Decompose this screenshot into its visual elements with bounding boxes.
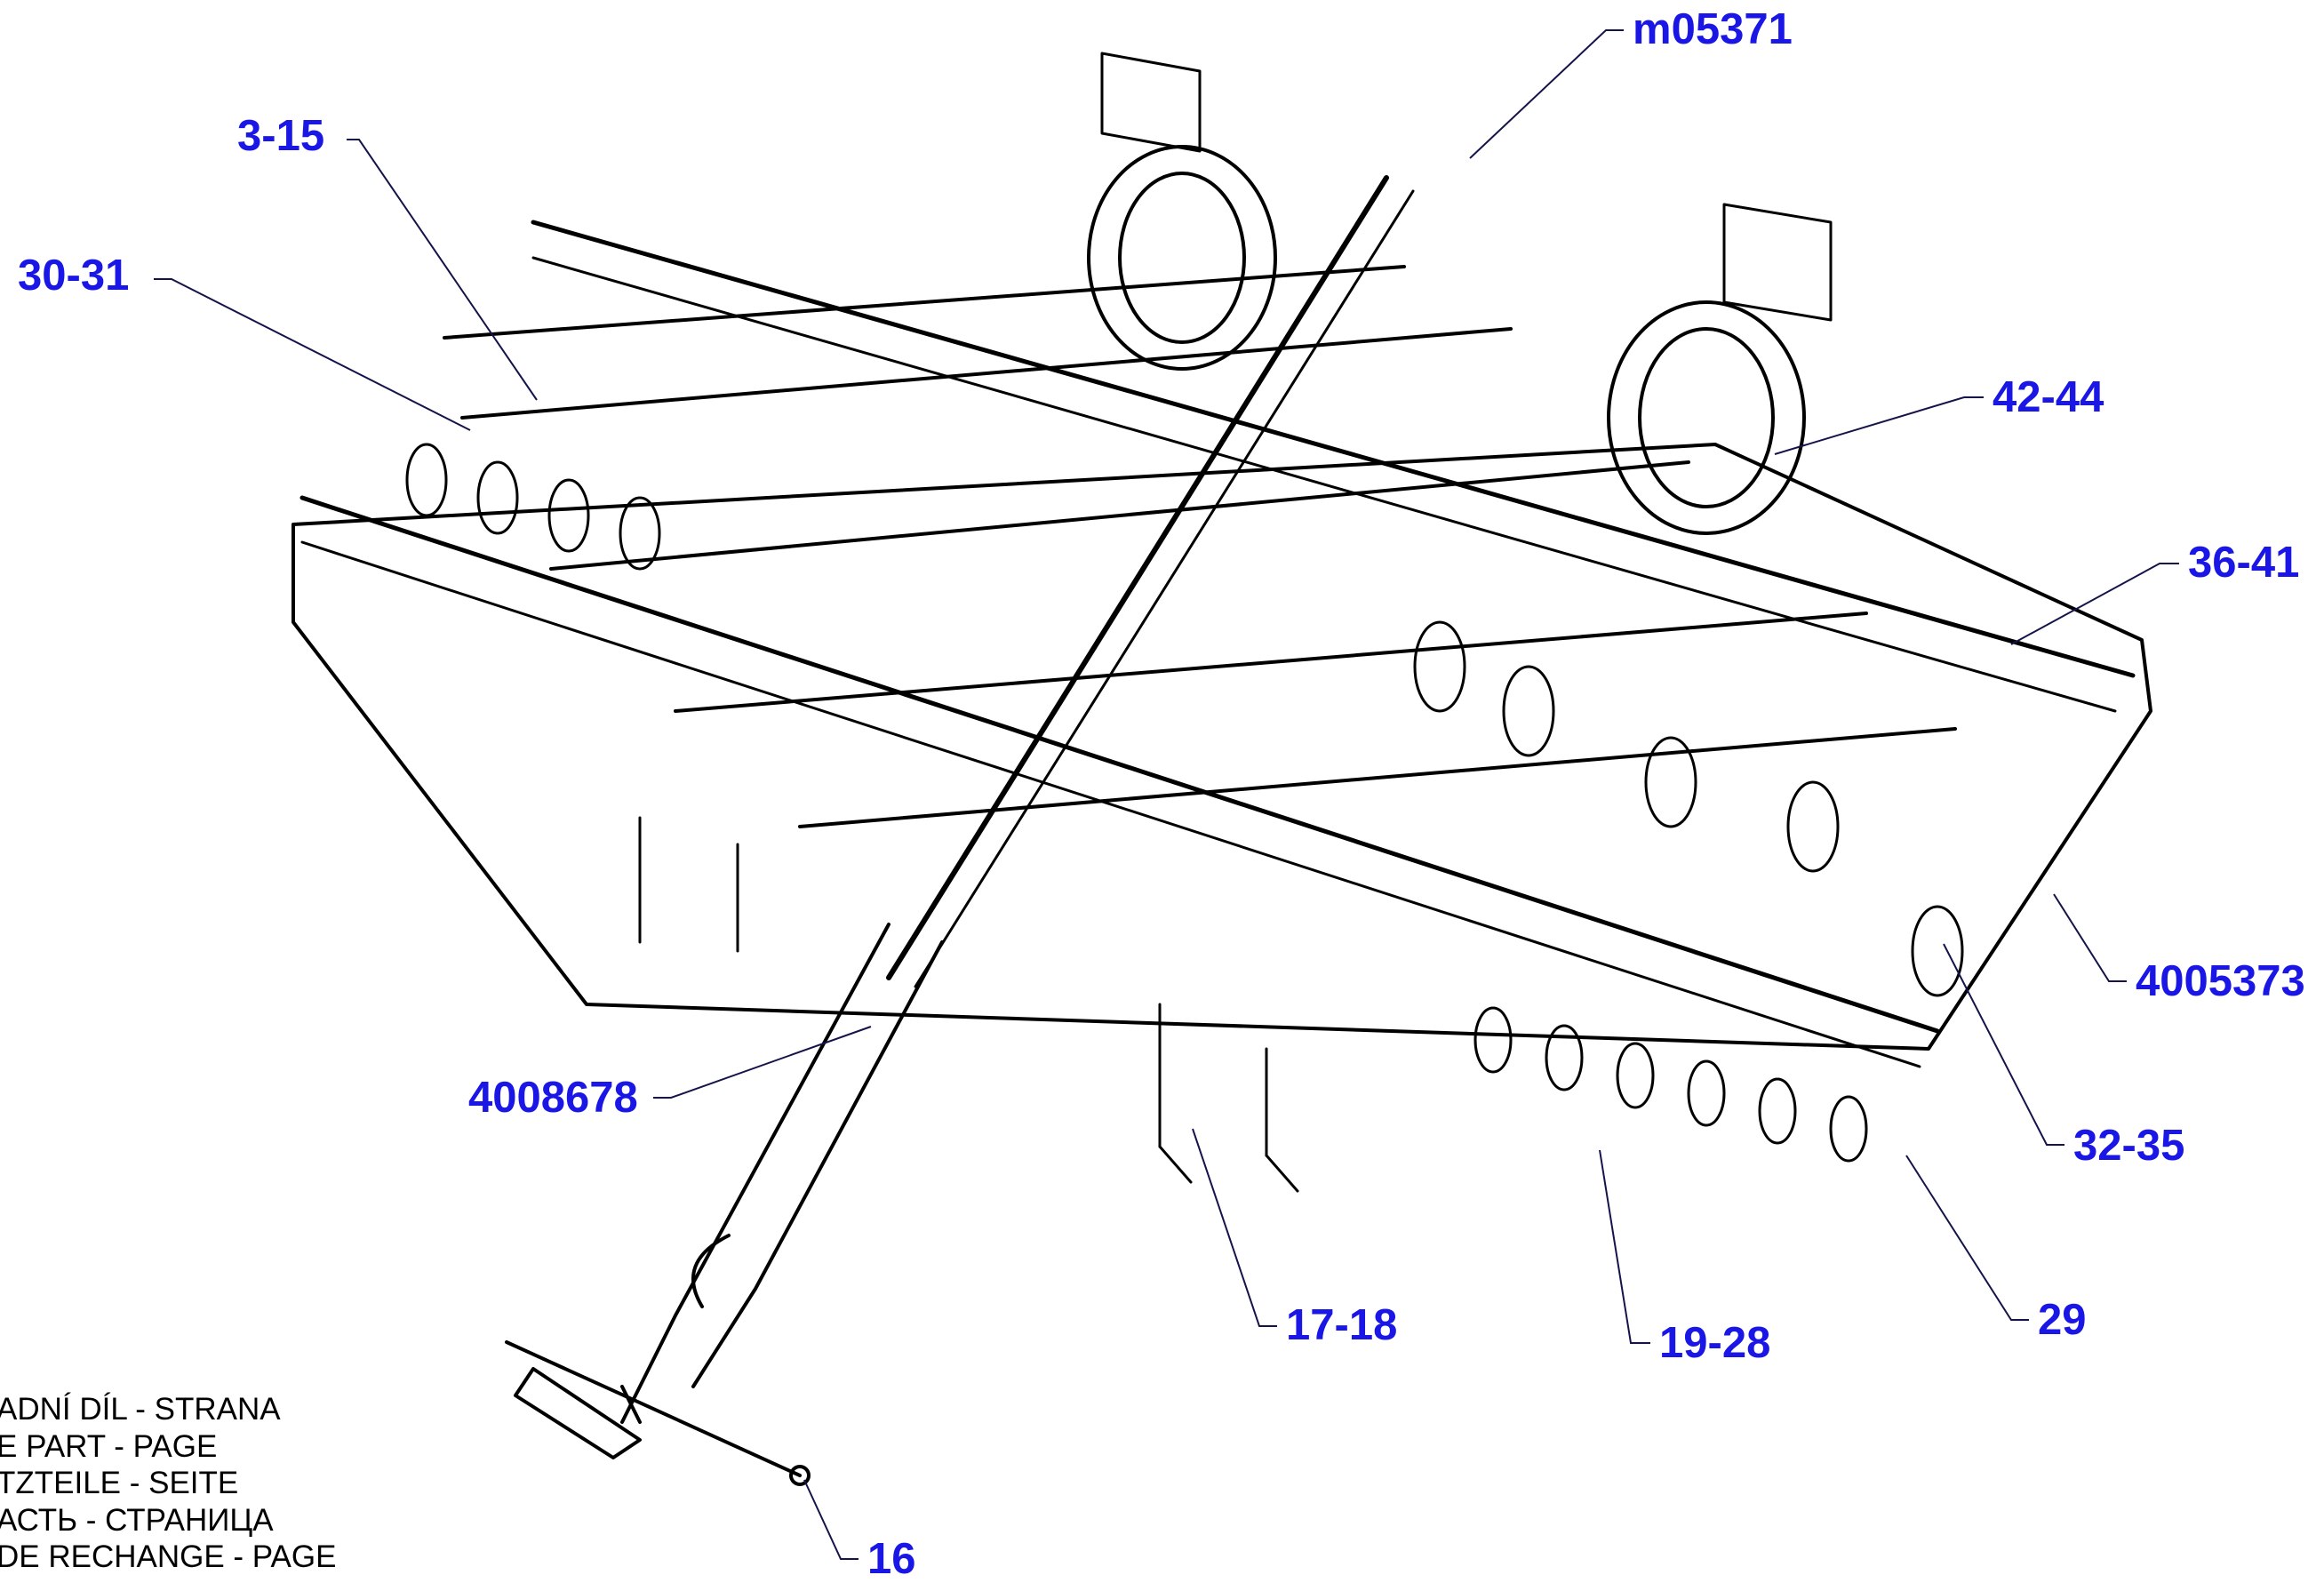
callout-3-15[interactable]: 3-15 (237, 112, 325, 160)
leader-19-28 (1599, 1149, 1650, 1344)
cultivator-frame (291, 175, 2152, 1068)
leader-30-31 (154, 278, 471, 431)
callout-4008678[interactable]: 4008678 (468, 1074, 638, 1122)
leader-4008678 (653, 1026, 872, 1099)
legend-line-fr: DE RECHANGE - PAGE (0, 1539, 337, 1574)
leader-32-35 (1943, 943, 2064, 1146)
callout-36-41[interactable]: 36-41 (2188, 539, 2300, 587)
multilingual-legend: ADNÍ DÍL - STRANA E PART - PAGE TZTEILE … (0, 1391, 336, 1576)
callout-30-31[interactable]: 30-31 (18, 252, 130, 300)
leader-4005373 (2053, 893, 2127, 982)
leader-29 (1905, 1155, 2029, 1321)
drawbar (505, 923, 944, 1486)
callout-29[interactable]: 29 (2038, 1296, 2087, 1344)
callout-16[interactable]: 16 (867, 1535, 916, 1583)
springs-and-tines (638, 816, 1299, 1193)
leader-42-44 (1774, 396, 1984, 455)
legend-line-cz: ADNÍ DÍL - STRANA (0, 1392, 281, 1427)
legend-line-ru: АСТЬ - СТРАНИЦА (0, 1502, 274, 1538)
callout-4005373[interactable]: 4005373 (2136, 957, 2305, 1005)
callout-17-18[interactable]: 17-18 (1286, 1301, 1398, 1349)
legend-line-de: TZTEILE - SEITE (0, 1466, 239, 1500)
leader-17-18 (1192, 1128, 1277, 1327)
callout-42-44[interactable]: 42-44 (1993, 373, 2104, 421)
leader-3-15 (347, 139, 538, 401)
legend-line-en: E PART - PAGE (0, 1428, 218, 1464)
leader-36-41 (2010, 563, 2179, 645)
callout-32-35[interactable]: 32-35 (2073, 1122, 2185, 1170)
callout-m05371[interactable]: m05371 (1633, 5, 1793, 53)
callout-19-28[interactable]: 19-28 (1659, 1319, 1771, 1367)
disc-rows (405, 443, 1964, 1163)
leader-16 (803, 1479, 859, 1560)
rear-wheels (1087, 52, 1833, 535)
leader-lines (154, 29, 2179, 1560)
leader-m05371 (1469, 29, 1624, 159)
